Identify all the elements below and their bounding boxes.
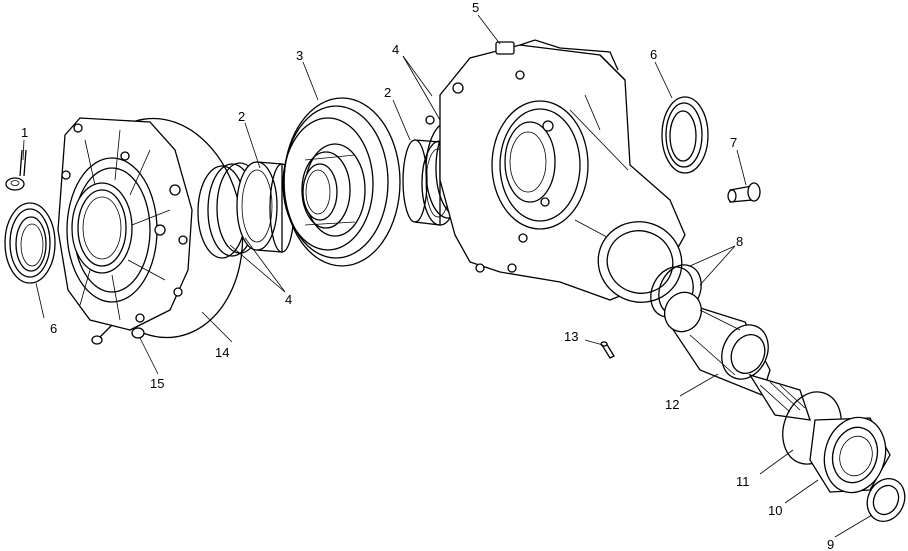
callout-labels: 1 2 2 3 4 4 5 6 6 7 8 9 10 11 12 13 14 1…	[21, 0, 834, 551]
part-bearing-race-right	[402, 139, 459, 226]
callout-8: 8	[736, 234, 743, 249]
callout-1: 1	[21, 125, 28, 140]
callout-3: 3	[296, 48, 303, 63]
callout-15: 15	[150, 376, 164, 391]
callout-2-left: 2	[238, 109, 245, 124]
part-screw-left	[5, 149, 27, 191]
part-seal-right	[661, 96, 709, 174]
callout-13: 13	[564, 329, 578, 344]
part-washer	[866, 478, 906, 522]
callout-10: 10	[768, 503, 782, 518]
part-ring-gear	[282, 97, 401, 267]
part-dowel	[600, 341, 615, 359]
callout-7: 7	[730, 135, 737, 150]
callout-2-right: 2	[384, 85, 391, 100]
callout-11: 11	[736, 474, 750, 489]
part-front-cover	[57, 117, 193, 331]
callout-9: 9	[827, 537, 834, 551]
callout-6-right: 6	[650, 47, 657, 62]
part-main-housing	[425, 39, 686, 303]
part-seal-left	[4, 202, 56, 284]
callout-5: 5	[472, 0, 479, 15]
part-bearing-race-left	[236, 161, 295, 253]
callout-12: 12	[665, 397, 679, 412]
callout-4-top: 4	[392, 42, 399, 57]
callout-6-left: 6	[50, 321, 57, 336]
leader-lines	[22, 14, 873, 538]
part-pin	[727, 182, 761, 203]
part-cover-bolts	[91, 324, 145, 345]
part-output-shaft	[663, 291, 811, 421]
callout-4-bottom: 4	[285, 292, 292, 307]
part-nut	[809, 416, 891, 494]
callout-14: 14	[215, 345, 229, 360]
